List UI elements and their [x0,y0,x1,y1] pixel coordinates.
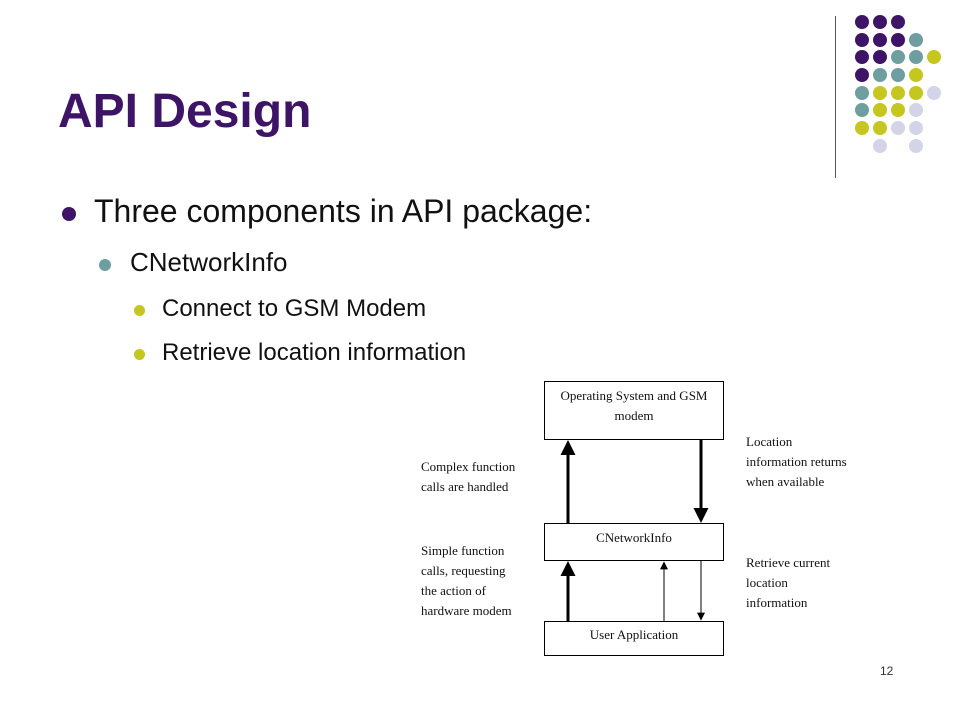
bullet-text-level3: Retrieve location information [162,339,467,366]
decorative-dot [873,50,887,64]
decorative-dot [891,15,905,29]
bullet-text-level1: Three components in API package: [94,193,593,229]
decorative-dot [873,103,887,117]
decorative-dot [855,121,869,135]
decorative-dot [855,103,869,117]
decorative-dot [891,103,905,117]
bullet-text-level2: CNetworkInfo [130,247,288,277]
box-user-application: User Application [544,621,724,656]
bullet-text-level3: Connect to GSM Modem [162,295,427,322]
decorative-dot [891,33,905,47]
decorative-dot [909,139,923,153]
decorative-dot [927,86,941,100]
decorative-dot [873,86,887,100]
decorative-dot [909,33,923,47]
bullet-dot-level3 [134,305,145,316]
decorative-dot [909,50,923,64]
note-simple-calls: Simple function calls, requesting the ac… [421,543,512,618]
decorative-dot [873,15,887,29]
bullet-dot-level3 [134,349,145,360]
decorative-dot [873,33,887,47]
box-user-application-label: User Application [589,627,679,642]
decorative-dot [891,86,905,100]
decorative-dot [909,68,923,82]
bullet-dot-level1 [62,207,76,221]
note-location-returns: Location information returns when availa… [746,434,847,489]
decorative-dot [891,121,905,135]
note-complex-calls: Complex function calls are handled [421,459,516,494]
decorative-dot [873,139,887,153]
page-number: 12 [880,664,894,678]
page-title: API Design [58,85,312,138]
note-retrieve-location: Retrieve current location information [746,555,831,610]
bullet-dot-level2 [99,259,111,271]
decorative-dot [855,15,869,29]
decorative-dot [891,50,905,64]
decorative-dot-grid [855,15,941,153]
decorative-dot [855,33,869,47]
box-os-gsm-modem: Operating System and GSM modem [544,381,724,440]
decorative-dot [909,103,923,117]
box-os-gsm-modem-label: Operating System and GSM modem [560,388,708,423]
decorative-dot [909,121,923,135]
box-cnetworkinfo: CNetworkInfo [544,523,724,561]
decorative-divider-line [835,16,836,178]
decorative-dot [855,86,869,100]
decorative-dot [873,68,887,82]
box-cnetworkinfo-label: CNetworkInfo [596,530,672,545]
decorative-dot [891,68,905,82]
decorative-dot [927,50,941,64]
decorative-dot [855,50,869,64]
decorative-dot [909,86,923,100]
decorative-dot [873,121,887,135]
decorative-dot [855,68,869,82]
